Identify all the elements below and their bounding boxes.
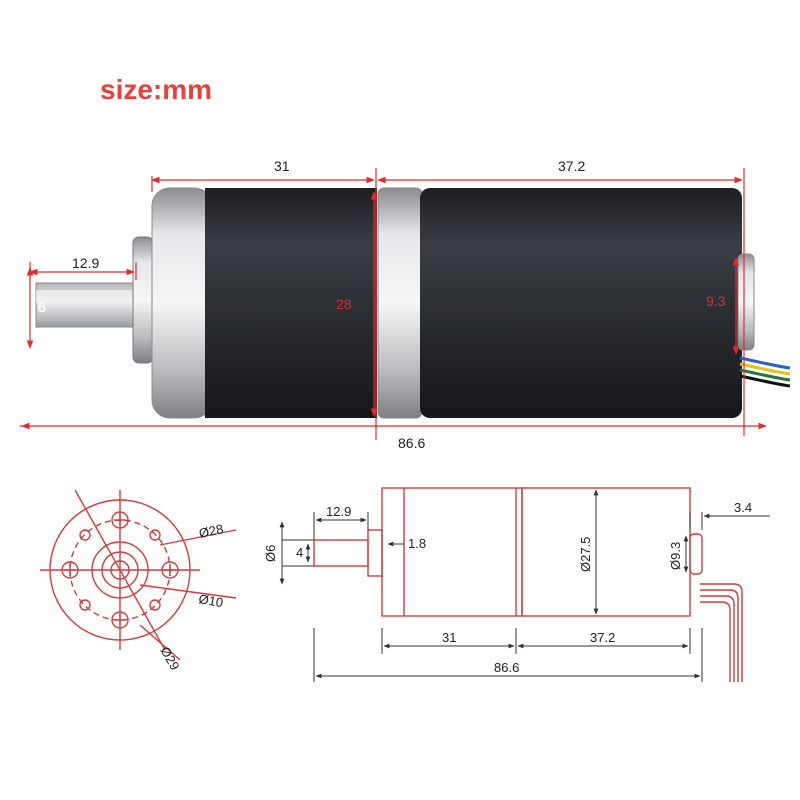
side-motor-outline [521, 487, 691, 617]
front-bolt-holes [61, 511, 179, 629]
shaft-flat [36, 290, 136, 302]
front-view-labels: Ø28 Ø10 Ø29 [157, 521, 224, 673]
middle-ring [377, 187, 423, 419]
front-view-drawing [40, 489, 237, 661]
dim-86-6-label: 86.6 [398, 435, 425, 451]
side-12-9-label: 12.9 [326, 504, 351, 519]
side-37-2-label: 37.2 [590, 630, 615, 645]
side-dimension-labels: 12.9 Ø6 4 1.8 Ø27.5 Ø9.3 3.4 31 37.2 86.… [263, 500, 752, 675]
output-shaft [35, 282, 137, 328]
side-wires [700, 583, 743, 682]
front-d28-label: Ø28 [198, 521, 225, 541]
lead-wire-green [739, 368, 791, 382]
side-4-label: 4 [296, 545, 303, 560]
dim-12-9-label: 12.9 [72, 255, 99, 271]
photo-dimension-labels: 31 37.2 12.9 6 28 9.3 86.6 [38, 158, 726, 451]
side-d9-3-label: Ø9.3 [668, 542, 683, 570]
units-title: size:mm [100, 74, 213, 105]
dim-6-label: 6 [38, 299, 46, 315]
dim-28-label: 28 [336, 296, 352, 312]
dim-37-2-label: 37.2 [558, 158, 585, 174]
side-shaft [313, 539, 369, 567]
side-view-drawing [313, 487, 743, 682]
photo-dimensions [20, 168, 767, 440]
lead-wire-yellow [739, 362, 791, 376]
side-d6-label: Ø6 [263, 545, 278, 562]
lead-wire-black [739, 374, 791, 388]
dim-31-label: 31 [274, 158, 290, 174]
side-rear-cap [689, 533, 703, 575]
front-d29-label: Ø29 [157, 644, 182, 673]
rear-cap [737, 253, 755, 351]
motor-photo [35, 187, 791, 419]
gearbox-front-ring [151, 187, 213, 419]
lead-wires [739, 356, 791, 370]
dim-9-3-label: 9.3 [706, 293, 726, 309]
side-3-4-label: 3.4 [734, 500, 752, 515]
side-collar [367, 529, 383, 577]
shaft-collar [132, 236, 154, 364]
gearbox-body [205, 188, 377, 418]
side-1-8-label: 1.8 [408, 536, 426, 551]
side-d27-5-label: Ø27.5 [578, 537, 593, 572]
motor-body [420, 188, 742, 418]
front-d10-label: Ø10 [197, 591, 224, 610]
side-86-6-label: 86.6 [494, 660, 519, 675]
side-gearbox-outline [381, 487, 523, 617]
side-dimensions [279, 489, 770, 682]
side-31-label: 31 [442, 630, 456, 645]
